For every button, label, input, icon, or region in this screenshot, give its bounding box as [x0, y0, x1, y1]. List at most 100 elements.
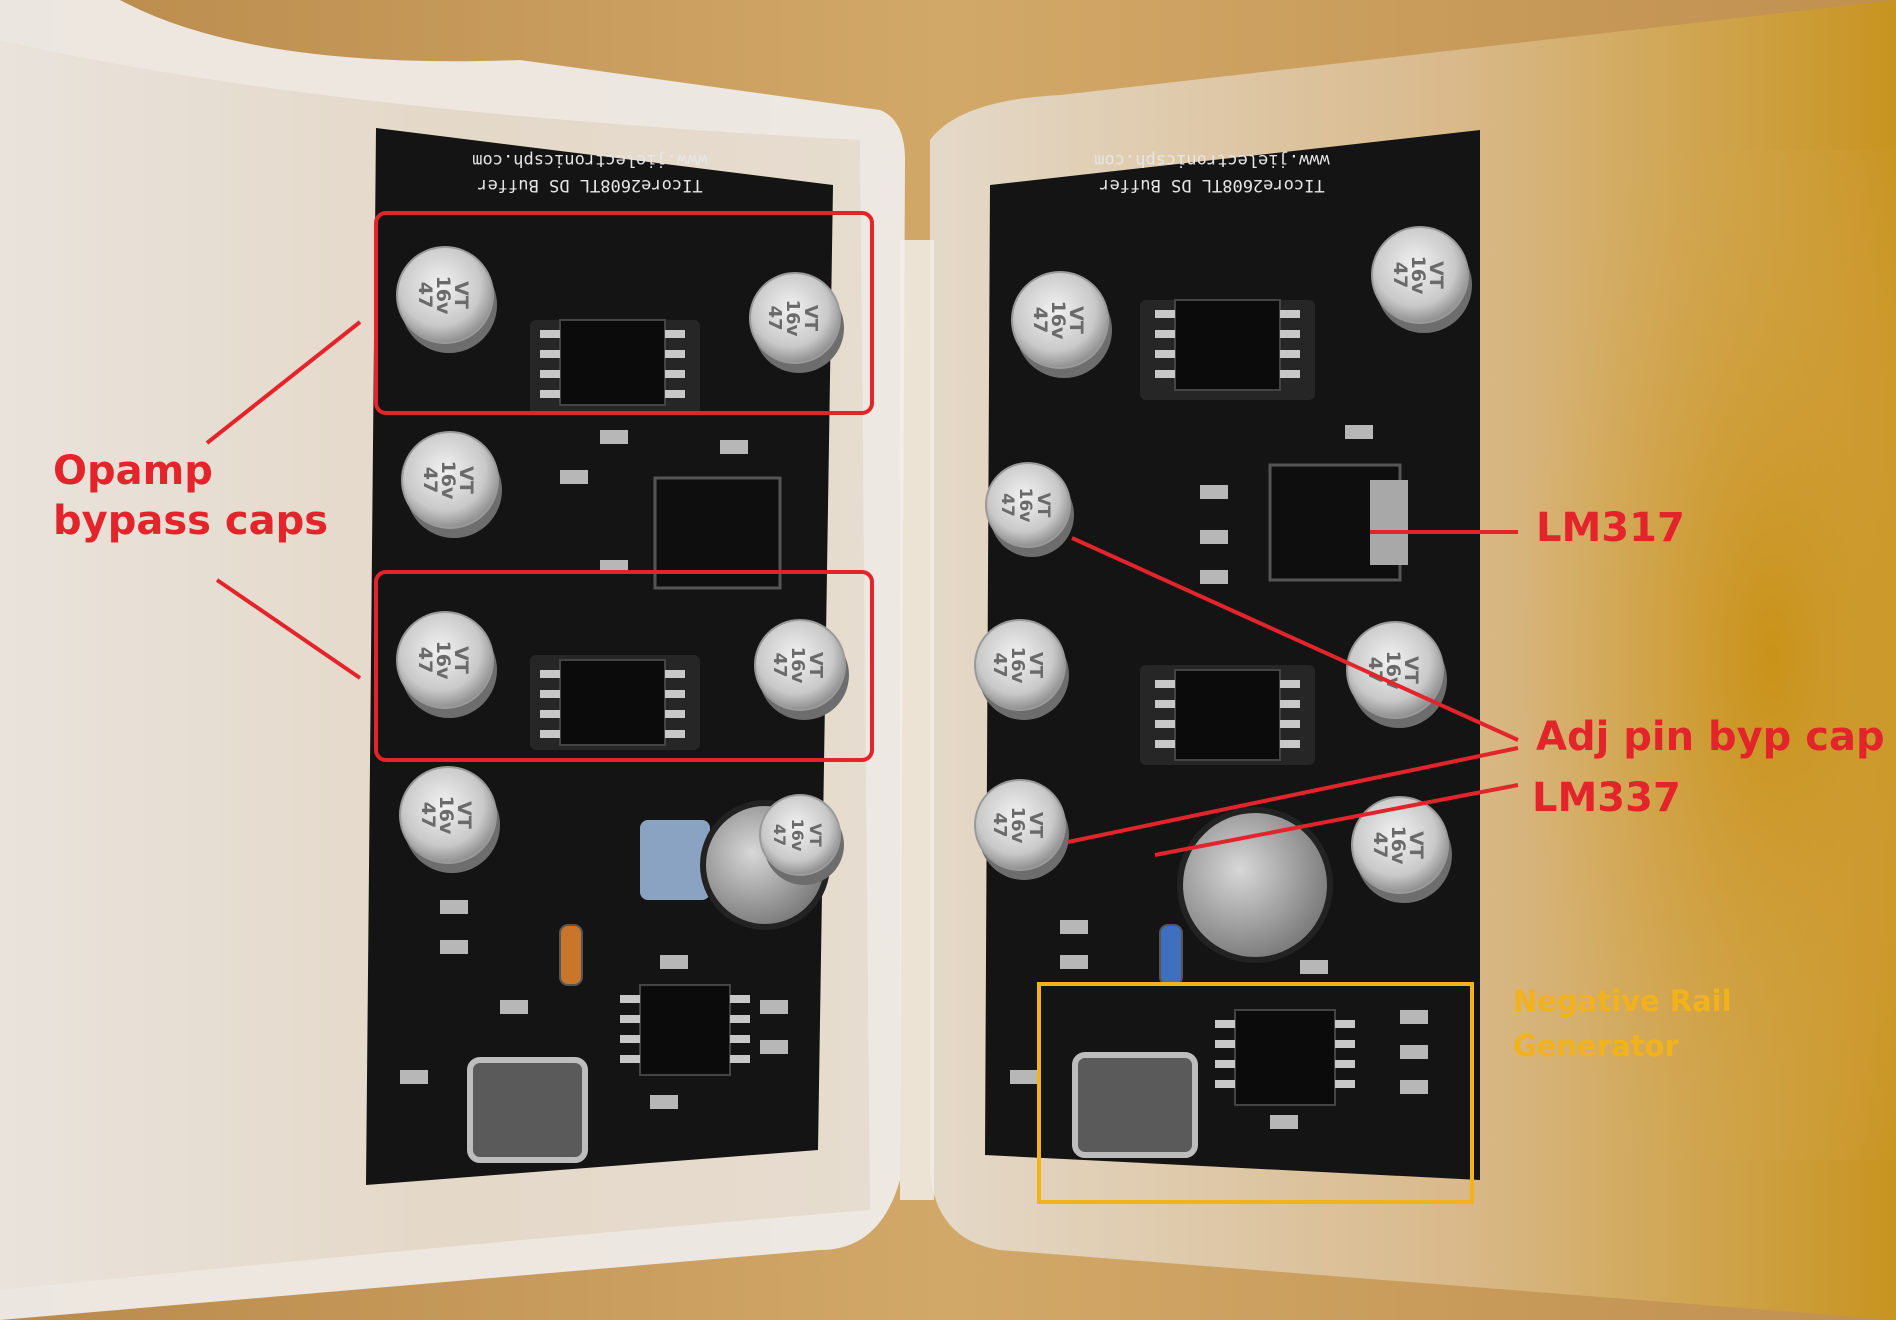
capacitor-marking: 16v — [432, 276, 454, 315]
leader-line — [215, 578, 362, 680]
capacitor-marking: VT — [806, 823, 825, 846]
negative-rail-highlight — [1037, 982, 1474, 1204]
capacitor-top — [974, 619, 1066, 711]
capacitor-marking: 16v — [432, 641, 454, 680]
label-lm317: LM317 — [1536, 505, 1685, 551]
capacitor-marking: VT — [800, 305, 821, 332]
silkscreen-model: TIcore2608TL DS Buffer — [477, 175, 702, 195]
capacitor-marking: VT — [1425, 261, 1447, 289]
capacitor-marking: 16v — [787, 647, 808, 684]
regulator-ic — [653, 476, 782, 590]
capacitor-marking: 47 — [419, 467, 441, 493]
capacitor-marking: 47 — [1369, 832, 1391, 858]
capacitor-top — [399, 766, 497, 864]
capacitor-top — [759, 794, 841, 876]
capacitor-marking: 47 — [769, 652, 790, 677]
capacitor-marking: VT — [1025, 812, 1046, 839]
label-adj-pin-byp-cap: Adj pin byp cap — [1536, 714, 1885, 760]
silkscreen-url: www.jielectronicsph.com — [472, 150, 707, 170]
trimmer — [640, 820, 710, 900]
capacitor-marking: 16v — [1407, 256, 1429, 295]
capacitor-top — [974, 779, 1066, 871]
opamp-ic — [559, 659, 666, 746]
capacitor-marking: VT — [1033, 493, 1053, 518]
capacitor-top — [985, 462, 1071, 548]
capacitor-marking: VT — [455, 466, 477, 494]
capacitor-marking: 47 — [1389, 262, 1411, 288]
capacitor-marking: VT — [1065, 306, 1087, 334]
right-pcb — [985, 130, 1480, 1180]
capacitor-marking: 47 — [989, 812, 1010, 837]
leader-line — [205, 320, 362, 445]
switching-ic — [1234, 1009, 1336, 1106]
bulk-capacitor — [1177, 807, 1333, 963]
left-pcb — [366, 128, 833, 1185]
silkscreen-model: TIcore2608TL DS Buffer — [1099, 175, 1324, 195]
capacitor-marking: 47 — [414, 282, 436, 308]
capacitor-top — [396, 611, 494, 709]
capacitor-marking: 16v — [1007, 807, 1028, 844]
annotation-overlay — [205, 211, 1519, 857]
capacitor-marking: 47 — [414, 647, 436, 673]
label-line: bypass caps — [53, 498, 329, 544]
label-line: Negative Rail — [1513, 984, 1732, 1018]
opamp-bypass-highlight-top — [374, 211, 874, 415]
label-opamp-bypass-caps: Opamp bypass caps — [53, 446, 328, 546]
capacitor-marking: VT — [450, 281, 472, 309]
inductor — [467, 1057, 588, 1163]
capacitor-marking: 16v — [1015, 488, 1035, 523]
capacitor-marking: VT — [453, 801, 475, 829]
capacitor-top — [1351, 796, 1449, 894]
capacitor-marking: 16v — [782, 300, 803, 337]
opamp-ic — [1174, 299, 1281, 391]
switching-ic — [639, 984, 731, 1076]
label-lm337: LM337 — [1532, 775, 1681, 821]
capacitor-marking: 47 — [989, 652, 1010, 677]
leader-line — [1067, 746, 1519, 844]
silkscreen-url: www.jielectronicsph.com — [1094, 150, 1329, 170]
capacitor-marking: 47 — [764, 305, 785, 330]
leader-line — [1154, 783, 1519, 857]
capacitor-top — [1011, 271, 1109, 369]
opamp-ic — [1174, 669, 1281, 761]
label-negative-rail-generator: Negative Rail Generator — [1513, 979, 1732, 1069]
capacitor-marking: VT — [1400, 656, 1422, 684]
capacitor-top — [396, 246, 494, 344]
leader-line — [1071, 536, 1519, 742]
capacitor-marking: VT — [805, 652, 826, 679]
inductor — [1072, 1052, 1198, 1158]
label-line: Opamp — [53, 448, 213, 494]
capacitor-marking: 16v — [1047, 301, 1069, 340]
capacitor-marking: 16v — [788, 819, 807, 852]
label-line: Generator — [1513, 1028, 1679, 1063]
capacitor-marking: 47 — [997, 493, 1017, 517]
capacitor-marking: 16v — [1007, 647, 1028, 684]
capacitor-marking: VT — [450, 646, 472, 674]
capacitor-marking: 47 — [770, 824, 789, 846]
capacitor-marking: 16v — [435, 796, 457, 835]
opamp-bypass-highlight-bottom — [374, 570, 874, 762]
capacitor-marking: 16v — [1387, 826, 1409, 865]
capacitor-marking: 16v — [437, 461, 459, 500]
capacitor-top — [754, 619, 846, 711]
capacitor-marking: 47 — [417, 802, 439, 828]
capacitor-marking: VT — [1405, 831, 1427, 859]
opamp-ic — [559, 319, 666, 406]
capacitor-marking: 47 — [1029, 307, 1051, 333]
capacitor-marking: VT — [1025, 652, 1046, 679]
